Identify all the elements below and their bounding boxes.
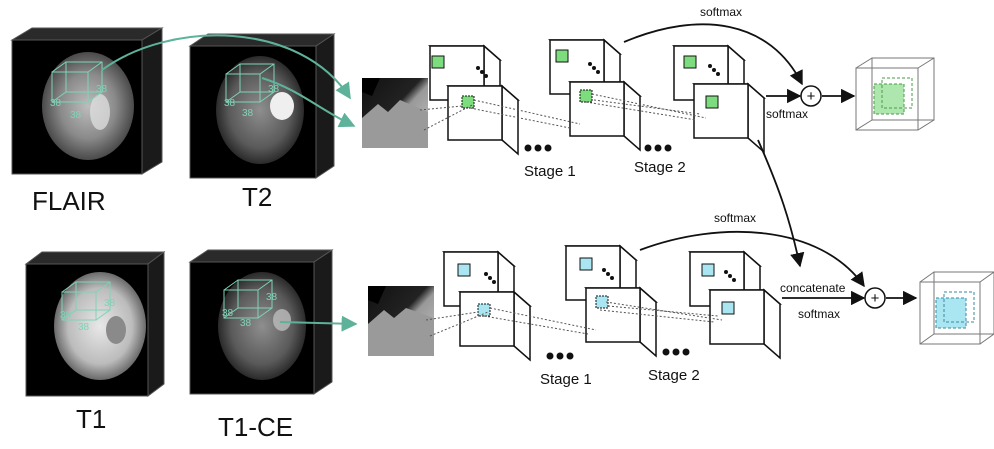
- concatenate-label: concatenate: [780, 281, 846, 295]
- input-arrow-bottom: [279, 315, 358, 332]
- bottom-stage2-label: Stage 2: [648, 367, 700, 384]
- top-cubes: [428, 38, 766, 156]
- bottom-sum-symbol: +: [871, 290, 880, 307]
- bottom-fusion-arrows: [639, 231, 918, 306]
- top-stage2-label: Stage 2: [634, 159, 686, 176]
- top-output-cube: [855, 57, 935, 131]
- input-patch-bottom: [368, 286, 434, 356]
- flair-dim-c: 38: [96, 84, 108, 95]
- top-softmax-2: softmax: [766, 107, 808, 121]
- t1ce-volume: 38 38 38: [188, 249, 334, 395]
- t2-dim-b: 38: [242, 108, 254, 119]
- t1-dim-a: 38: [60, 310, 72, 321]
- flair-label: FLAIR: [32, 186, 106, 216]
- bottom-output-cube: [919, 271, 994, 345]
- bottom-stage1-label: Stage 1: [540, 371, 592, 388]
- input-patch-top: [362, 78, 428, 148]
- top-fusion-arrows: [623, 23, 856, 268]
- top-softmax-1: softmax: [700, 5, 742, 19]
- top-stage1-label: Stage 1: [524, 163, 576, 180]
- t1ce-dim-b: 38: [240, 318, 252, 329]
- top-ellipsis: [524, 144, 672, 152]
- t1ce-dim-c: 38: [266, 292, 278, 303]
- flair-dim-b: 38: [70, 110, 82, 121]
- bottom-sum-node: +: [864, 287, 886, 309]
- t2-dim-c: 38: [268, 84, 280, 95]
- bottom-cubes: [442, 244, 782, 362]
- t2-volume: 38 38 38: [188, 33, 336, 179]
- t2-label: T2: [242, 182, 272, 212]
- bottom-inner-dots: [484, 268, 736, 284]
- top-projections: [419, 93, 707, 131]
- top-inner-dots: [476, 62, 720, 78]
- t1ce-dim-a: 38: [222, 308, 234, 319]
- flair-volume: 38 38 38: [10, 27, 164, 175]
- t1-dim-b: 38: [78, 322, 90, 333]
- bottom-softmax-1: softmax: [714, 211, 756, 225]
- top-sum-symbol: +: [807, 88, 816, 105]
- bottom-projections: [425, 301, 723, 337]
- flair-dim-a: 38: [50, 98, 62, 109]
- top-sum-node: +: [800, 85, 822, 107]
- t1ce-label: T1-CE: [218, 412, 293, 442]
- t1-volume: 38 38 38: [24, 251, 166, 397]
- t2-dim-a: 38: [224, 98, 236, 109]
- t1-label: T1: [76, 404, 106, 434]
- bottom-softmax-2: softmax: [798, 307, 840, 321]
- input-arrows-top: [101, 34, 356, 128]
- bottom-ellipsis: [546, 348, 690, 360]
- t1-dim-c: 38: [104, 298, 116, 309]
